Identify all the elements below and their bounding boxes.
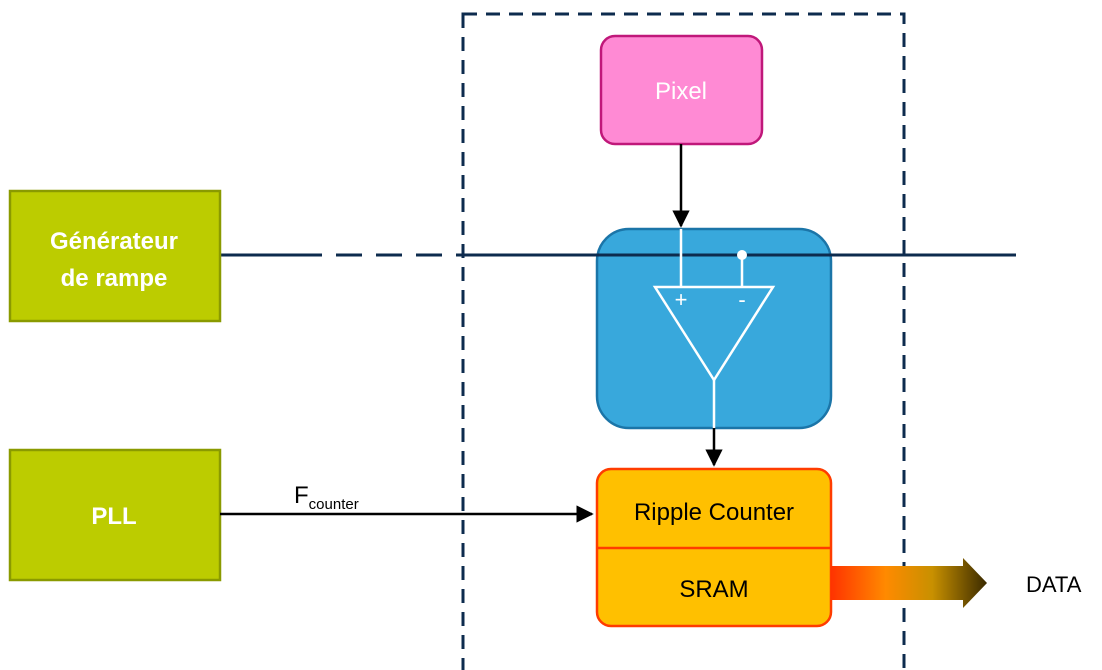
ripple-counter-label: Ripple Counter: [634, 499, 794, 526]
sram-label: SRAM: [679, 576, 748, 603]
comparator-minus-label: -: [738, 287, 745, 312]
ramp-generator-label-line2: de rampe: [61, 265, 168, 292]
f-counter-label: Fcounter: [294, 482, 359, 513]
comparator-symbol: [652, 285, 776, 383]
ramp-generator-label-line1: Générateur: [50, 228, 178, 255]
data-output-label: DATA: [1026, 572, 1082, 597]
pll-block: [8, 448, 222, 582]
data-output-arrow: [831, 558, 987, 608]
comparator-plus-label: +: [675, 287, 688, 312]
ramp-junction-dot: [737, 250, 747, 260]
ramp-generator-block: [8, 189, 222, 323]
pll-label: PLL: [91, 503, 136, 530]
pixel-label: Pixel: [655, 78, 707, 105]
column-boundary: [461, 12, 906, 670]
